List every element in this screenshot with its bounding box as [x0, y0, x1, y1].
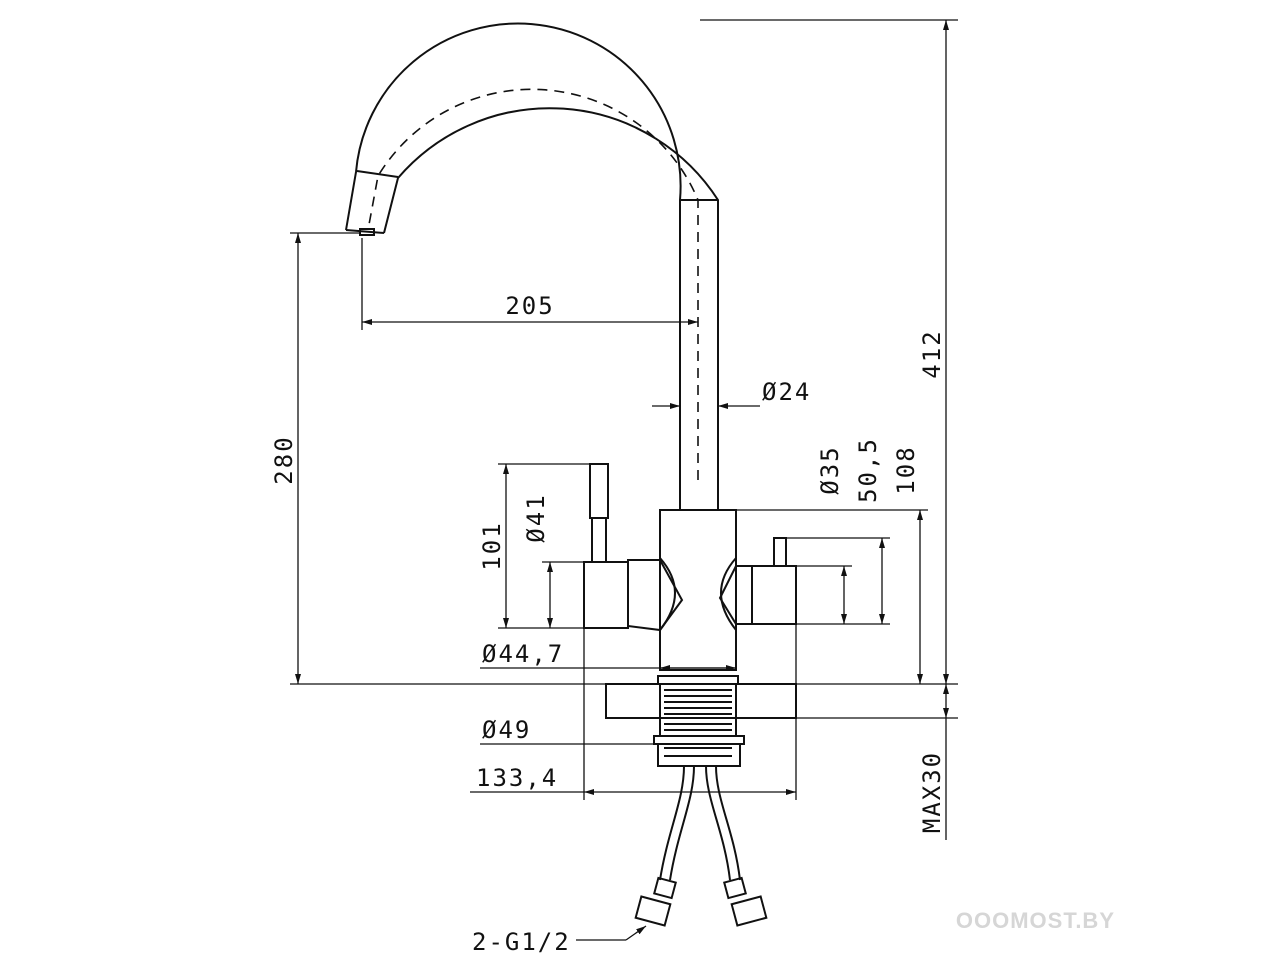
dim-spout-diameter-label: Ø24: [762, 378, 811, 406]
dim-total-height-label: 412: [918, 329, 946, 378]
dim-connection-label: 2-G1/2: [472, 928, 571, 956]
dim-handle-diameter-label: Ø41: [522, 493, 550, 542]
dim-mount-thickness-label: MAX30: [918, 751, 946, 833]
dim-side-offset-label: 50,5: [854, 437, 882, 503]
spout: [345, 22, 719, 510]
dim-handle-height-label: 101: [478, 521, 506, 570]
thread-hatching: [664, 689, 732, 757]
lever-handle: [583, 463, 629, 629]
faucet-body: [627, 509, 753, 671]
dim-body-height-label: 108: [892, 445, 920, 494]
filter-knob: [751, 537, 797, 625]
dim-spout-height-label: 280: [270, 435, 298, 484]
dim-base-diameter-label: Ø49: [482, 716, 531, 744]
dim-side-diameter-label: Ø35: [816, 445, 844, 494]
watermark: OOOMOST.BY: [956, 908, 1115, 933]
dim-reach-label: 205: [505, 292, 554, 320]
dimension-lines: [290, 19, 958, 941]
dim-body-diameter-label: Ø44,7: [482, 640, 564, 668]
mounting-base: [605, 675, 797, 767]
dim-width-label: 133,4: [476, 764, 558, 792]
supply-hoses: [634, 765, 768, 927]
